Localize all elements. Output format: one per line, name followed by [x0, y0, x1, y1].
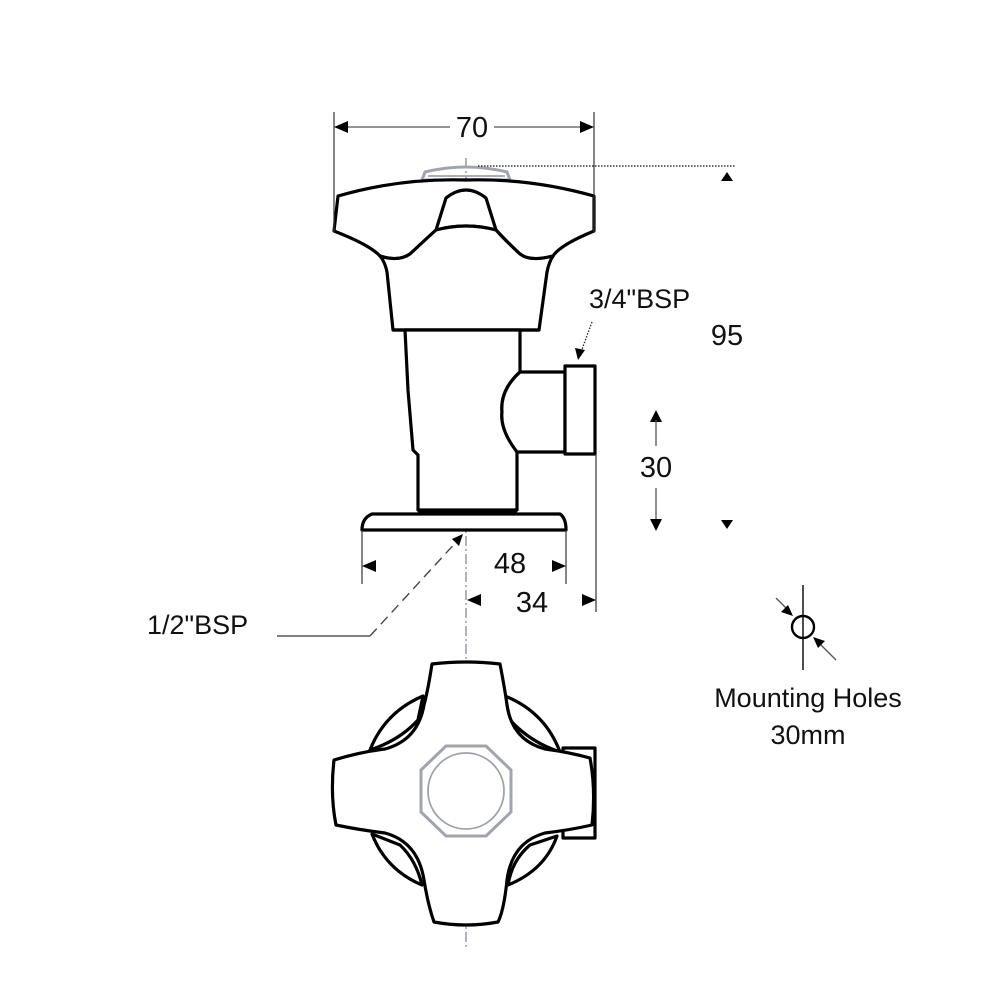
- handle-boss: [434, 188, 498, 231]
- dim-48-label: 48: [494, 548, 526, 580]
- base-flange: [360, 512, 568, 532]
- inlet-thread-label: 1/2"BSP: [147, 610, 248, 640]
- mounting-holes-size: 30mm: [770, 720, 845, 750]
- dim-30-label: 30: [640, 452, 672, 484]
- dim-34-label: 34: [516, 587, 548, 619]
- dimension-outlet-height: 30: [595, 410, 672, 612]
- spindle-circle: [427, 752, 505, 830]
- side-view: [332, 165, 597, 532]
- dimension-outlet-offset: 34: [467, 587, 596, 619]
- top-cap-indicator: [419, 165, 513, 182]
- outlet-nut: [563, 364, 597, 456]
- body-lobe-bottom-left: [370, 832, 424, 887]
- octagon-nut: [419, 744, 513, 838]
- dim-95-label: 95: [711, 320, 743, 352]
- callout-outlet-thread: 3/4"BSP: [575, 284, 690, 360]
- dimension-height: 95: [478, 165, 743, 529]
- dimension-width: 70: [333, 112, 595, 232]
- mounting-holes-label: Mounting Holes: [714, 683, 902, 713]
- bonnet: [378, 224, 555, 332]
- handle-cross: [330, 660, 596, 927]
- outlet-spigot: [500, 370, 567, 454]
- callout-inlet-thread: 1/2"BSP: [147, 534, 463, 640]
- dimension-base-width: 48: [361, 530, 567, 584]
- top-view: [330, 660, 597, 927]
- mounting-hole-circle: [790, 614, 816, 640]
- mounting-hole-symbol: [775, 585, 837, 670]
- outlet-thread-label: 3/4"BSP: [589, 284, 690, 314]
- dim-70-label: 70: [456, 112, 488, 144]
